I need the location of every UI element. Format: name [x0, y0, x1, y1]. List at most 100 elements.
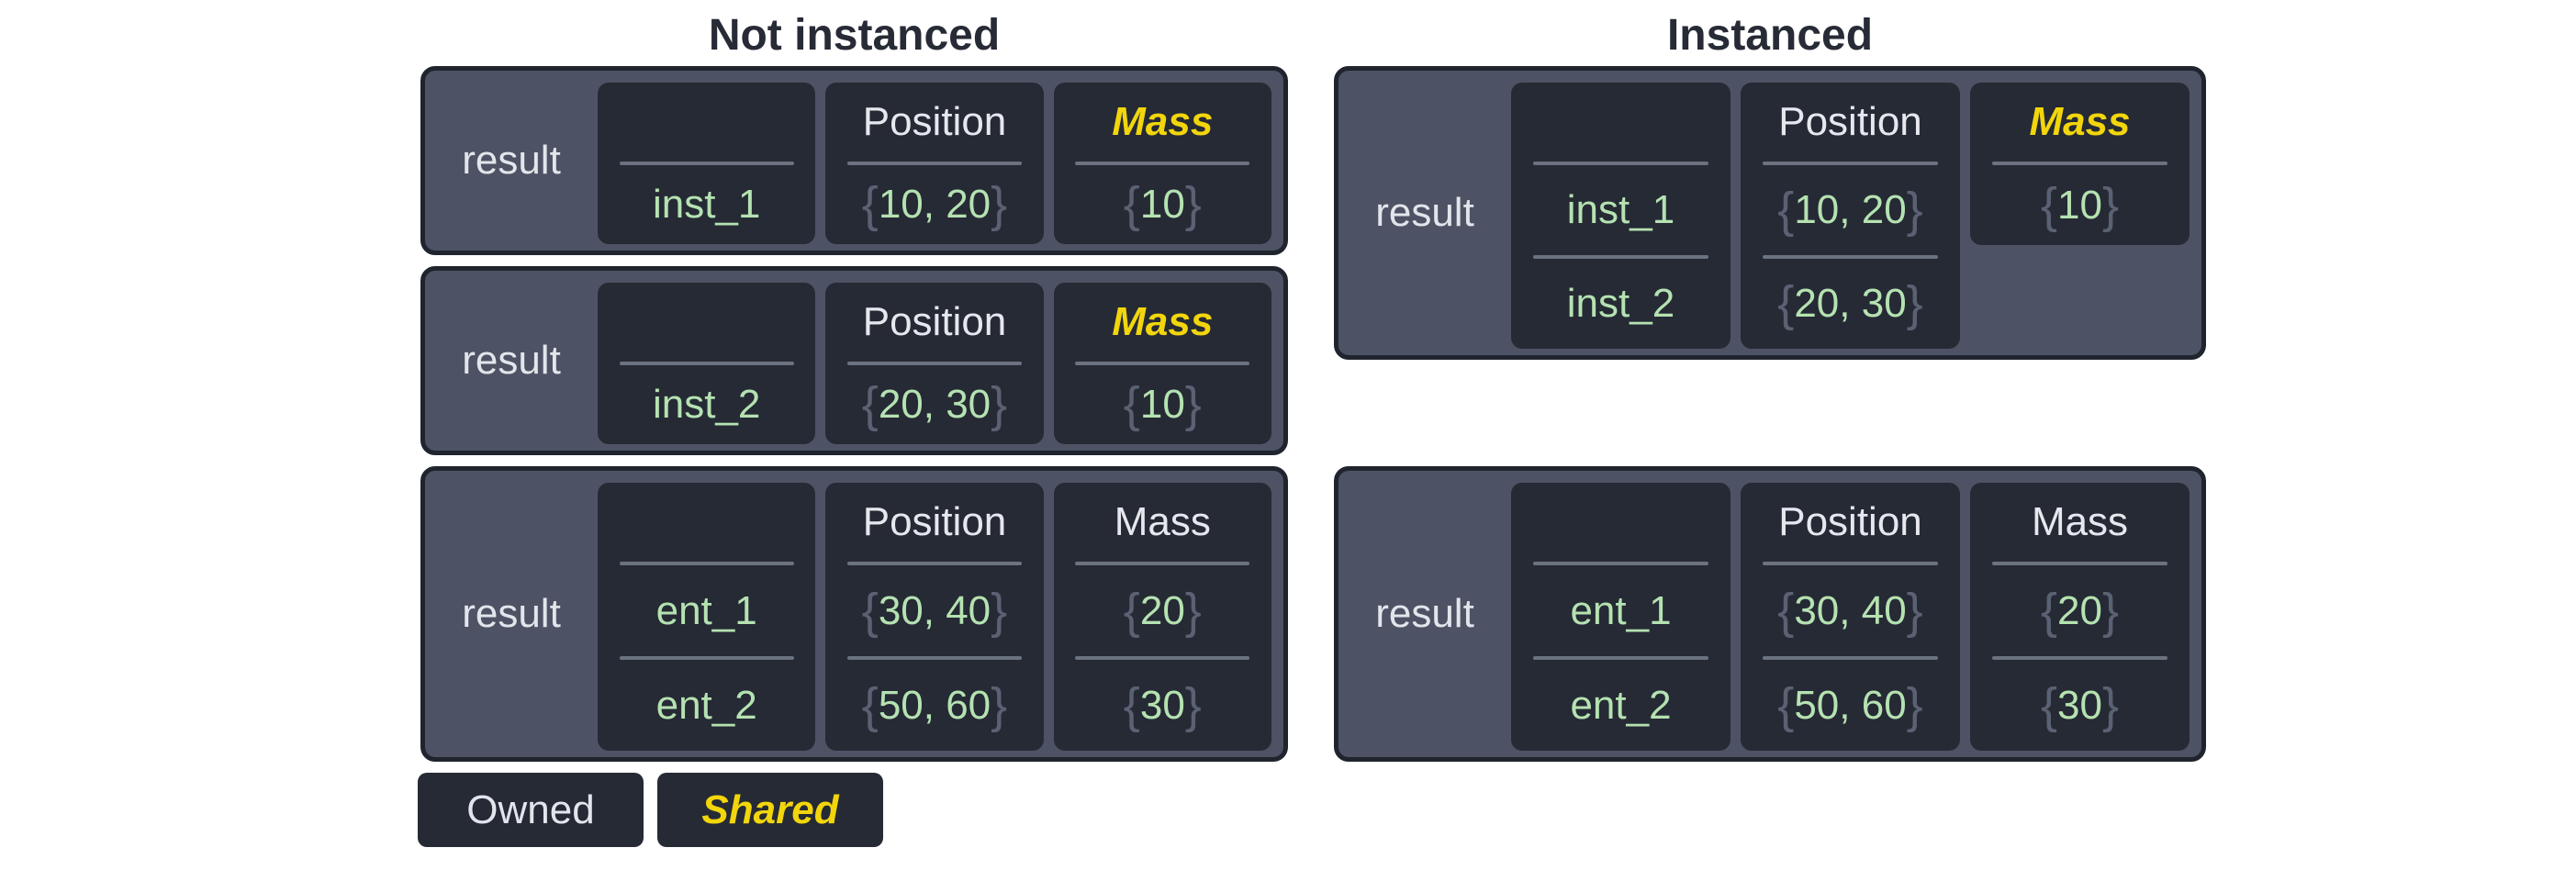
row-separator [1532, 656, 1709, 660]
value-cell: {20} [1123, 583, 1202, 639]
result-table-inst1: result inst_1 Position {10, 20} Mass {10… [420, 66, 1288, 255]
value-text: 20 [2057, 587, 2102, 633]
value-text: 10 [2057, 182, 2102, 228]
result-table-instanced: result inst_1 inst_2 Position {10, 20} {… [1334, 66, 2206, 360]
column-header-blank [598, 483, 815, 562]
entity-column: inst_1 [598, 83, 816, 244]
position-column: Position {10, 20} {20, 30} [1741, 83, 1960, 349]
result-label: result [462, 138, 561, 183]
value-text: 30, 40 [1794, 587, 1907, 633]
result-table-inst2: result inst_2 Position {20, 30} Mass {10… [420, 266, 1288, 455]
row-separator [1532, 562, 1709, 565]
row-separator [1991, 162, 2168, 165]
column-header: Position [862, 299, 1007, 344]
column-header-blank [1511, 83, 1730, 162]
value-text: 30, 40 [878, 587, 991, 633]
entity-cell: ent_2 [655, 682, 757, 728]
not-instanced-title: Not instanced [708, 11, 1001, 60]
result-label: result [1375, 591, 1474, 636]
row-separator [1075, 162, 1250, 165]
entity-column: ent_1 ent_2 [1511, 483, 1730, 751]
row-separator [1762, 162, 1939, 165]
row-separator [847, 562, 1022, 565]
legend-shared-chip: Shared [657, 773, 883, 847]
component-boxes: inst_2 Position {20, 30} Mass {10} [598, 271, 1283, 451]
value-cell: {10, 20} [1777, 183, 1923, 238]
row-separator [619, 162, 794, 165]
column-header: Position [1778, 99, 1922, 144]
row-separator [619, 656, 794, 660]
value-text: 20, 30 [1794, 281, 1907, 326]
row-separator [847, 362, 1022, 365]
component-boxes: inst_1 Position {10, 20} Mass {10} [598, 71, 1283, 251]
value-text: 50, 60 [1794, 682, 1907, 728]
result-label: result [462, 338, 561, 383]
entity-cell: ent_1 [1570, 587, 1672, 633]
row-separator [1532, 255, 1709, 259]
row-separator [847, 162, 1022, 165]
position-column: Position {30, 40} {50, 60} [1741, 483, 1960, 751]
value-cell: {50, 60} [1777, 677, 1923, 733]
column-header-blank [598, 283, 815, 362]
entity-cell: inst_2 [652, 382, 761, 427]
entity-cell: inst_1 [1566, 187, 1675, 232]
row-separator [1762, 656, 1939, 660]
entity-column: ent_1 ent_2 [598, 483, 816, 751]
value-cell: {30, 40} [1777, 583, 1923, 639]
row-separator [1991, 656, 2168, 660]
row-separator [1762, 562, 1939, 565]
column-header-shared: Mass [1112, 299, 1214, 344]
component-boxes: inst_1 inst_2 Position {10, 20} {20, 30}… [1511, 71, 2201, 355]
instanced-title: Instanced [1666, 11, 1874, 60]
row-separator [1532, 162, 1709, 165]
result-label: result [462, 591, 561, 636]
value-text: 10 [1139, 382, 1185, 427]
value-cell: {30} [2040, 677, 2120, 733]
mass-column: Mass {20} {30} [1053, 483, 1271, 751]
entity-column: inst_1 inst_2 [1511, 83, 1730, 349]
result-label: result [1375, 190, 1474, 235]
value-cell: {30, 40} [861, 583, 1008, 639]
position-column: Position {30, 40} {50, 60} [825, 483, 1044, 751]
entity-cell: ent_2 [1570, 682, 1672, 728]
row-separator [619, 562, 794, 565]
value-cell: {20, 30} [861, 377, 1008, 432]
value-text: 10, 20 [1794, 187, 1907, 232]
mass-column: Mass {20} {30} [1970, 483, 2190, 751]
row-separator [1991, 562, 2168, 565]
value-cell: {10, 20} [861, 177, 1008, 232]
value-text: 30 [1139, 682, 1185, 728]
column-header: Mass [2031, 499, 2129, 544]
column-header: Position [862, 99, 1007, 144]
position-column: Position {20, 30} [825, 283, 1044, 444]
entity-cell: inst_1 [652, 182, 761, 227]
entity-cell: inst_2 [1566, 281, 1675, 326]
mass-column: Mass {10} [1053, 83, 1271, 244]
row-separator [847, 656, 1022, 660]
column-header: Position [1778, 499, 1922, 544]
result-table-entities-right: result ent_1 ent_2 Position {30, 40} {50… [1334, 466, 2206, 762]
legend-owned-chip: Owned [418, 773, 644, 847]
row-separator [1762, 255, 1939, 259]
column-header-shared: Mass [2029, 99, 2131, 144]
column-header-blank [598, 83, 815, 162]
legend: Owned Shared [418, 773, 883, 847]
mass-column-shared-short: Mass {10} [1970, 83, 2190, 245]
value-cell: {30} [1123, 677, 1202, 733]
column-header-blank [1511, 483, 1730, 562]
value-cell: {10} [2040, 177, 2120, 233]
value-text: 20 [1139, 587, 1185, 633]
value-text: 10 [1139, 182, 1185, 227]
row-separator [1075, 562, 1250, 565]
value-text: 50, 60 [878, 682, 991, 728]
component-boxes: ent_1 ent_2 Position {30, 40} {50, 60} M… [1511, 471, 2201, 757]
value-cell: {50, 60} [861, 677, 1008, 733]
component-boxes: ent_1 ent_2 Position {30, 40} {50, 60} M… [598, 471, 1283, 757]
row-separator [1075, 362, 1250, 365]
entity-cell: ent_1 [655, 587, 757, 633]
column-header-shared: Mass [1112, 99, 1214, 144]
mass-column: Mass {10} [1053, 283, 1271, 444]
position-column: Position {10, 20} [825, 83, 1044, 244]
value-text: 10, 20 [878, 182, 991, 227]
